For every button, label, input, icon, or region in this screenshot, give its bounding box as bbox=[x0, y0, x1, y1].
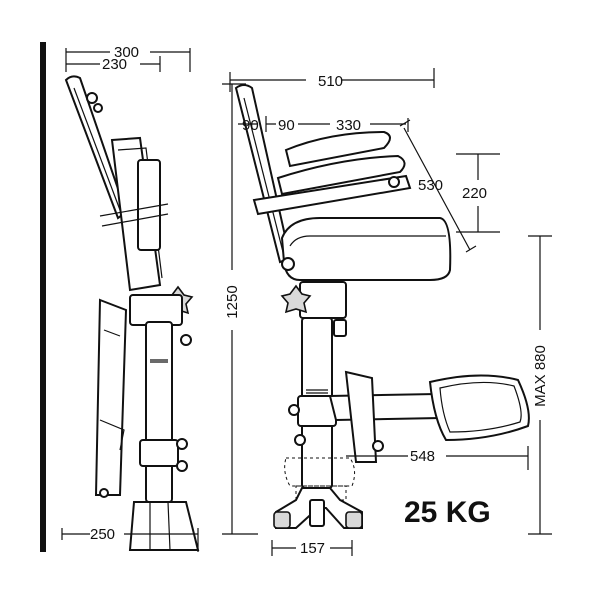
dim-side-base-width: 250 bbox=[90, 526, 115, 543]
side-view-dimensions bbox=[61, 48, 199, 552]
dim-footrest-reach: 548 bbox=[410, 448, 435, 465]
dim-side-depth-top: 300 bbox=[114, 44, 139, 61]
dim-front-seg-1: 90 bbox=[242, 117, 259, 134]
dim-front-seg-2: 90 bbox=[278, 117, 295, 134]
dim-total-height: 1250 bbox=[224, 285, 241, 318]
open-view-dimensions bbox=[222, 68, 552, 556]
side-view-folded-seat bbox=[64, 75, 200, 551]
dim-front-seg-3: 330 bbox=[336, 117, 361, 134]
wall-rail bbox=[40, 42, 46, 552]
dim-armrest-height: 220 bbox=[462, 185, 487, 202]
dim-front-total-width: 510 bbox=[318, 73, 343, 90]
dim-footrest-max: MAX 880 bbox=[532, 345, 549, 407]
open-view-seat bbox=[234, 84, 530, 529]
dim-side-depth-inner: 230 bbox=[102, 56, 127, 73]
dim-base-width: 157 bbox=[300, 540, 325, 557]
weight-label: 25 KG bbox=[404, 496, 491, 529]
dim-armrest-diagonal: 530 bbox=[418, 177, 443, 194]
